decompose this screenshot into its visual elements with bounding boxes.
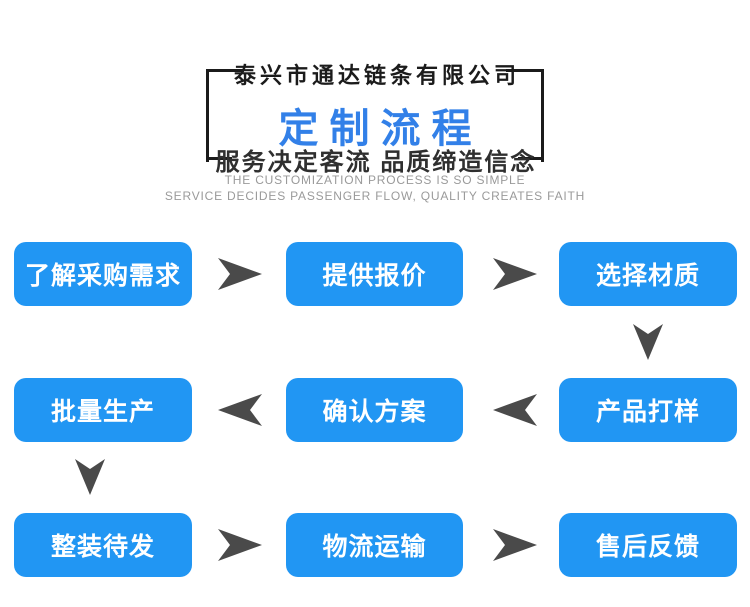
left-bracket-top-dash xyxy=(206,69,244,72)
arrow-right-icon xyxy=(493,258,537,290)
header: 泰兴市通达链条有限公司 定制流程 服务决定客流 品质缔造信念 THE CUSTO… xyxy=(0,0,750,230)
right-bracket-vertical-line xyxy=(541,69,544,162)
right-bracket-top-dash xyxy=(506,69,544,72)
flow-step-after-sales-feedback: 售后反馈 xyxy=(559,513,737,577)
flow-step-confirm-plan: 确认方案 xyxy=(286,378,463,442)
flow-step-ready-to-ship: 整装待发 xyxy=(14,513,192,577)
flow-step-product-sampling: 产品打样 xyxy=(559,378,737,442)
arrow-left-icon xyxy=(218,394,262,426)
left-bracket-vertical-line xyxy=(206,69,209,162)
page-subtitle: 服务决定客流 品质缔造信念 xyxy=(215,149,537,176)
arrow-down-icon xyxy=(75,459,105,495)
right-bracket-bottom-dash xyxy=(518,157,544,160)
flow-step-batch-production: 批量生产 xyxy=(14,378,192,442)
arrow-down-icon xyxy=(633,324,663,360)
company-name: 泰兴市通达链条有限公司 xyxy=(233,63,520,88)
flow-step-choose-material: 选择材质 xyxy=(559,242,737,306)
arrow-right-icon xyxy=(493,529,537,561)
flow-step-understand-purchasing-needs: 了解采购需求 xyxy=(14,242,192,306)
left-bracket-bottom-dash xyxy=(206,157,232,160)
arrow-right-icon xyxy=(218,258,262,290)
flow-step-provide-quotation: 提供报价 xyxy=(286,242,463,306)
arrow-left-icon xyxy=(493,394,537,426)
english-tagline-line2: SERVICE DECIDES PASSENGER FLOW, QUALITY … xyxy=(164,189,586,203)
english-tagline-line1: THE CUSTOMIZATION PROCESS IS SO SIMPLE xyxy=(224,173,526,187)
arrow-right-icon xyxy=(218,529,262,561)
flow-step-logistics-transport: 物流运输 xyxy=(286,513,463,577)
page-title: 定制流程 xyxy=(278,107,483,151)
